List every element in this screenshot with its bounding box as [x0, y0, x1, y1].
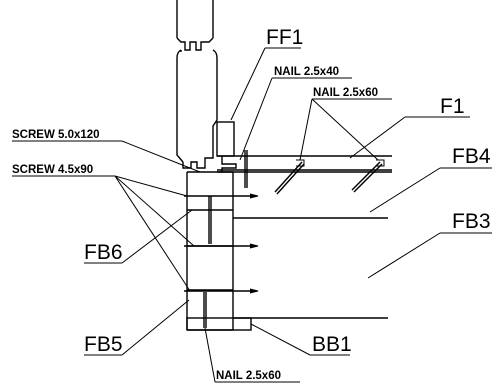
floorboard-f1	[217, 155, 392, 173]
label-nail-2-5x60-top: NAIL 2.5x60	[313, 87, 378, 99]
label-ff1: FF1	[266, 26, 303, 49]
label-fb3: FB3	[452, 210, 491, 233]
label-screw-5-0x120: SCREW 5.0x120	[12, 129, 100, 141]
label-bb1: BB1	[312, 333, 352, 356]
label-f1: F1	[440, 95, 465, 118]
glazing-bead	[216, 121, 235, 157]
label-fb6: FB6	[84, 241, 123, 264]
nails	[203, 150, 383, 328]
labels: FF1 F1 FB4 FB3 FB6 FB5 BB1 NAIL 2.5x40 N…	[12, 26, 491, 382]
label-screw-4-5x90: SCREW 4.5x90	[12, 164, 93, 176]
frame-post-ff1	[176, 0, 218, 169]
label-fb4: FB4	[452, 145, 491, 168]
leader-lines	[12, 47, 492, 383]
screws	[184, 193, 259, 294]
label-fb5: FB5	[84, 333, 123, 356]
label-nail-2-5x40: NAIL 2.5x40	[274, 66, 339, 78]
label-nail-2-5x60-bottom: NAIL 2.5x60	[216, 370, 281, 382]
